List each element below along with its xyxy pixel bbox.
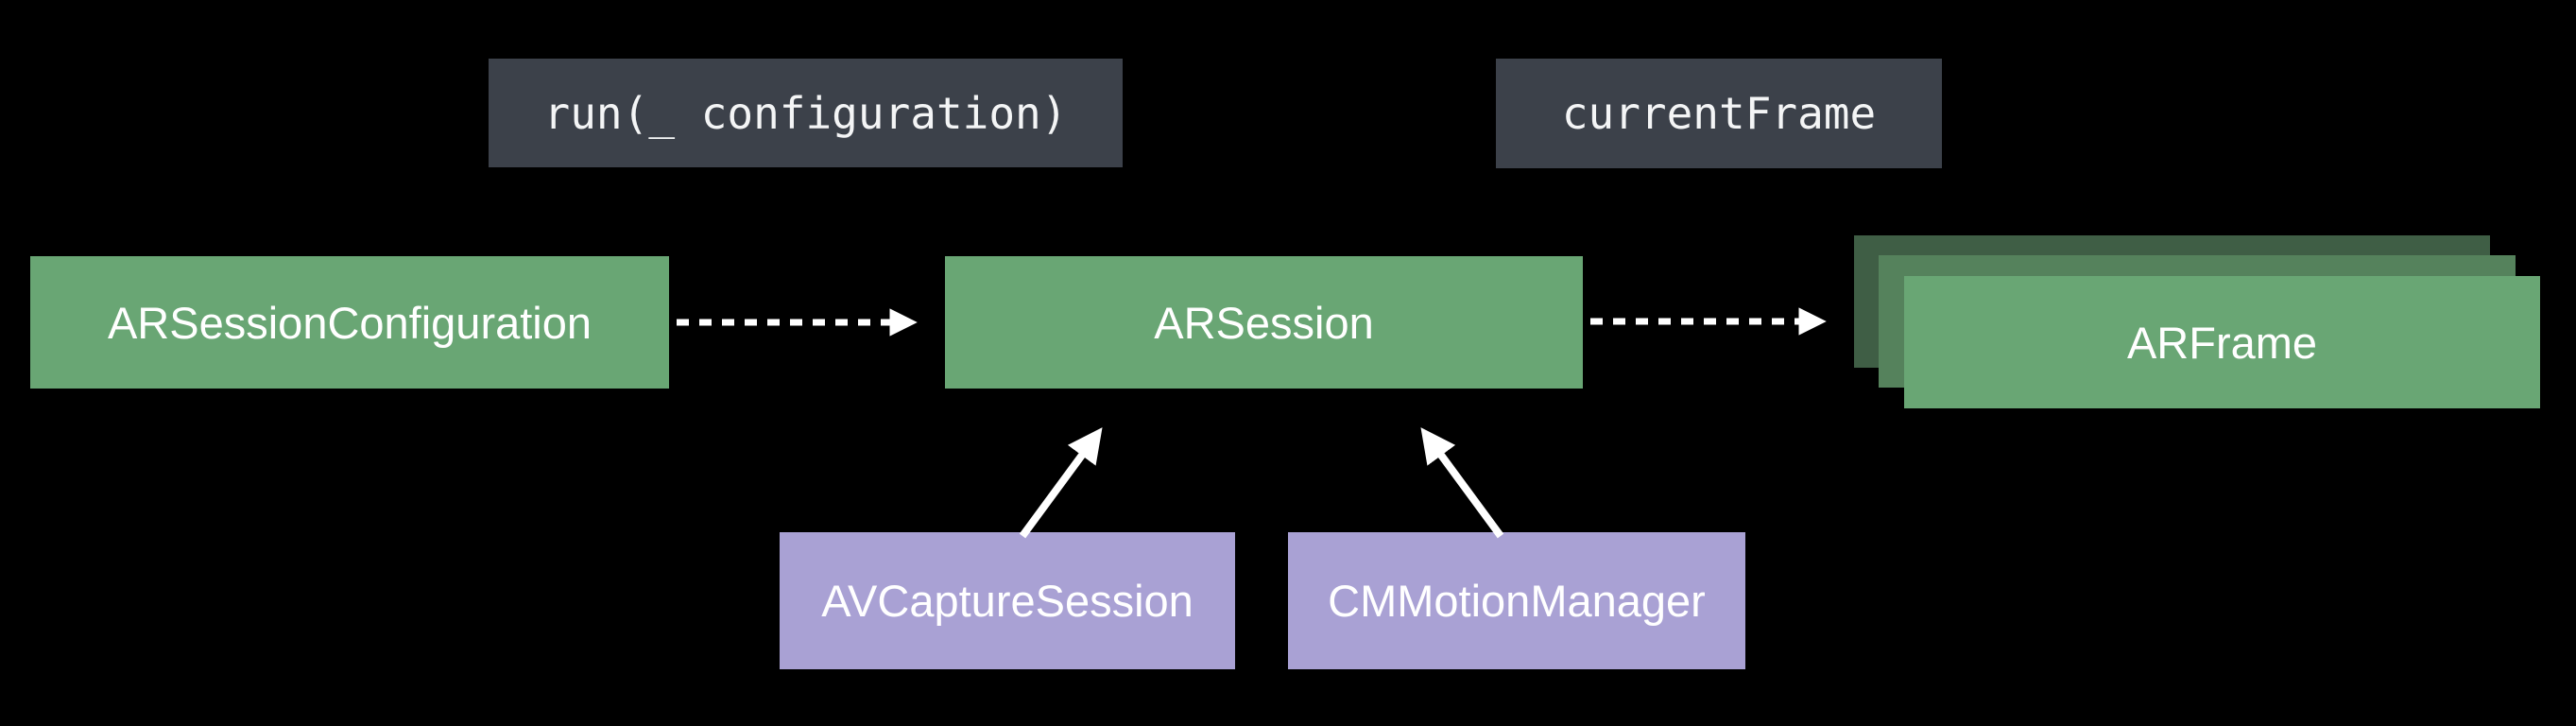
node-arsessionconfiguration: ARSessionConfiguration [30, 256, 669, 389]
run-method-code-label: run(_ configuration) [489, 59, 1123, 167]
node-cmmotionmanager: CMMotionManager [1288, 532, 1745, 669]
run-method-code-text: run(_ configuration) [543, 87, 1068, 139]
currentframe-code-text: currentFrame [1561, 88, 1877, 139]
node-avcapturesession-label: AVCaptureSession [821, 576, 1194, 626]
node-arframe-label: ARFrame [2126, 317, 2318, 368]
solid-arrow-motionmanager-to-session [1420, 427, 1504, 539]
node-cmmotionmanager-label: CMMotionManager [1328, 576, 1706, 626]
node-arsession: ARSession [945, 256, 1583, 389]
node-arsession-label: ARSession [1154, 297, 1374, 348]
currentframe-code-label: currentFrame [1496, 59, 1942, 168]
node-arframe: ARFrame [1904, 276, 2540, 408]
node-avcapturesession: AVCaptureSession [780, 532, 1235, 669]
solid-arrow-capturesession-to-session [1019, 427, 1103, 539]
node-arsessionconfiguration-label: ARSessionConfiguration [107, 297, 592, 348]
